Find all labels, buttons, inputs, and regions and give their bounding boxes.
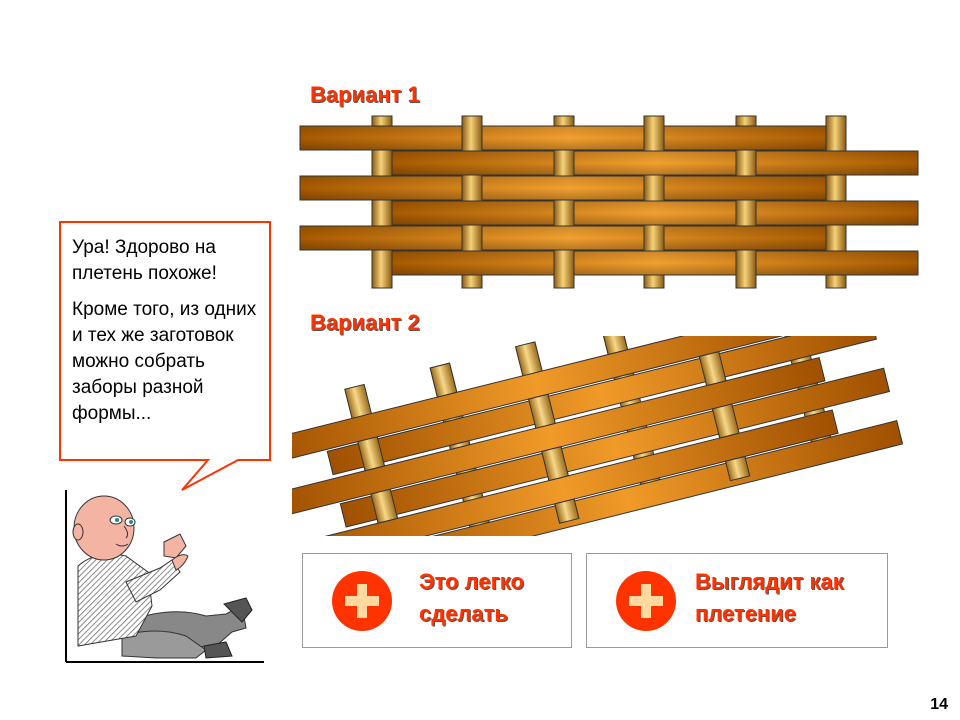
speech-line-1: Ура! Здорово на плетень похоже! bbox=[72, 237, 217, 284]
speech-line-2: Кроме того, из одних и тех же заготовок … bbox=[72, 299, 257, 424]
plus-icon bbox=[332, 571, 392, 631]
speech-bubble-text: Ура! Здорово на плетень похоже! Кроме то… bbox=[72, 235, 262, 437]
advantage-text-easy: Это легко сделать bbox=[419, 569, 524, 626]
variant-1-title: Вариант 1 bbox=[310, 82, 420, 107]
variant-2-title: Вариант 2 bbox=[310, 310, 420, 335]
advantage-box-easy: Это легко сделать bbox=[302, 553, 572, 648]
fence-variant-1-illustration bbox=[299, 115, 919, 289]
fence-variant-2-illustration bbox=[292, 336, 904, 536]
plus-icon bbox=[616, 571, 676, 631]
advantage-box-weave-look: Выглядит как плетение bbox=[586, 553, 888, 648]
thinking-person-illustration bbox=[65, 490, 264, 663]
advantage-text-weave-look: Выглядит как плетение bbox=[695, 569, 844, 626]
page-number: 14 bbox=[930, 696, 948, 713]
speech-bubble bbox=[59, 221, 271, 491]
